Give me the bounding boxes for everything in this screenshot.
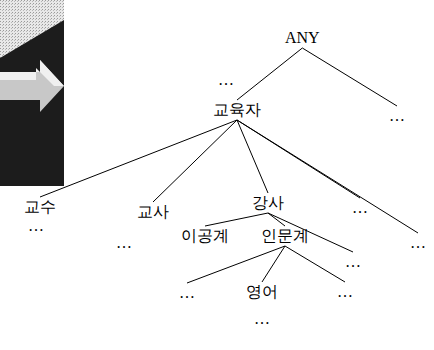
- tree-edge: [285, 246, 345, 282]
- arrow-illustration: [0, 0, 66, 190]
- tree-edge: [262, 246, 285, 282]
- ellipsis-label: …: [216, 71, 236, 89]
- ellipsis-label: …: [252, 310, 272, 328]
- tree-node: 강사: [249, 193, 287, 213]
- node-text: …: [345, 253, 361, 271]
- tree-edge: [237, 48, 302, 100]
- tree-edge: [237, 120, 418, 233]
- tree-node: 인문계: [258, 226, 312, 246]
- tree-node: 교육자: [210, 100, 264, 120]
- ellipsis-label: …: [26, 217, 46, 235]
- node-text: …: [410, 234, 426, 252]
- tree-node: …: [176, 283, 198, 303]
- tree-edge: [237, 120, 268, 193]
- tree-edge: [205, 213, 268, 226]
- node-text: 교사: [137, 203, 169, 221]
- tree-node: …: [349, 198, 371, 218]
- node-text: 교수: [24, 198, 56, 216]
- node-text: 이공계: [181, 227, 229, 245]
- node-text: 인문계: [261, 227, 309, 245]
- tree-node: ANY: [282, 28, 323, 48]
- tree-node: …: [407, 233, 429, 253]
- tree-node: …: [342, 252, 364, 272]
- tree-node: …: [334, 282, 356, 302]
- tree-node: …: [386, 106, 408, 126]
- node-text: …: [352, 199, 368, 217]
- node-text: …: [179, 284, 195, 302]
- tree-node: 교사: [134, 202, 172, 222]
- node-text: …: [389, 107, 405, 125]
- tree-node: 교수: [21, 197, 59, 217]
- node-text: …: [337, 283, 353, 301]
- tree-edge: [187, 246, 285, 283]
- tree-node: 이공계: [178, 226, 232, 246]
- node-text: 영어: [246, 283, 278, 301]
- tree-edge: [302, 48, 397, 106]
- tree-edge: [40, 120, 237, 197]
- node-text: 교육자: [213, 101, 261, 119]
- node-text: 강사: [252, 194, 284, 212]
- tree-node: 영어: [243, 282, 281, 302]
- node-text: ANY: [285, 29, 320, 47]
- tree-edge: [153, 120, 237, 202]
- ellipsis-label: …: [114, 234, 134, 252]
